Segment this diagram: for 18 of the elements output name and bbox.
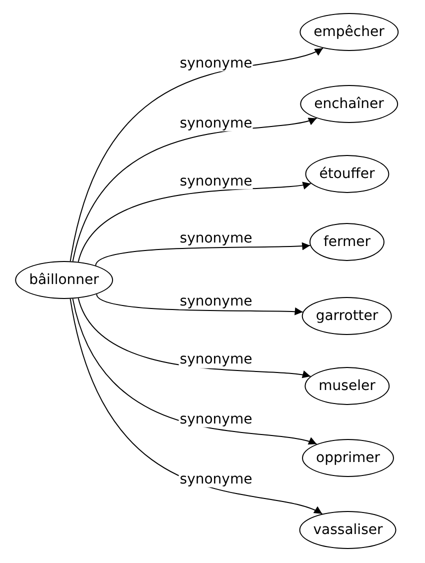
arrow — [72, 298, 318, 446]
arrow — [95, 242, 311, 266]
word-ellipse: fermer — [309, 223, 385, 261]
arrow — [72, 116, 318, 262]
arrow — [78, 180, 312, 262]
word-ellipse: étouffer — [305, 155, 389, 193]
arrow — [70, 48, 324, 262]
word-ellipse: empêcher — [300, 13, 398, 51]
arrow — [70, 298, 323, 514]
word-ellipse: bâillonner — [15, 261, 113, 299]
arrow — [78, 298, 312, 379]
word-ellipse: enchaîner — [300, 85, 398, 123]
word-ellipse: opprimer — [302, 439, 394, 477]
word-ellipse: vassaliser — [299, 511, 397, 549]
word-ellipse: museler — [304, 367, 390, 405]
word-ellipse: garrotter — [302, 297, 392, 335]
arrow — [96, 294, 304, 316]
edge-label: synonyme — [178, 472, 254, 488]
